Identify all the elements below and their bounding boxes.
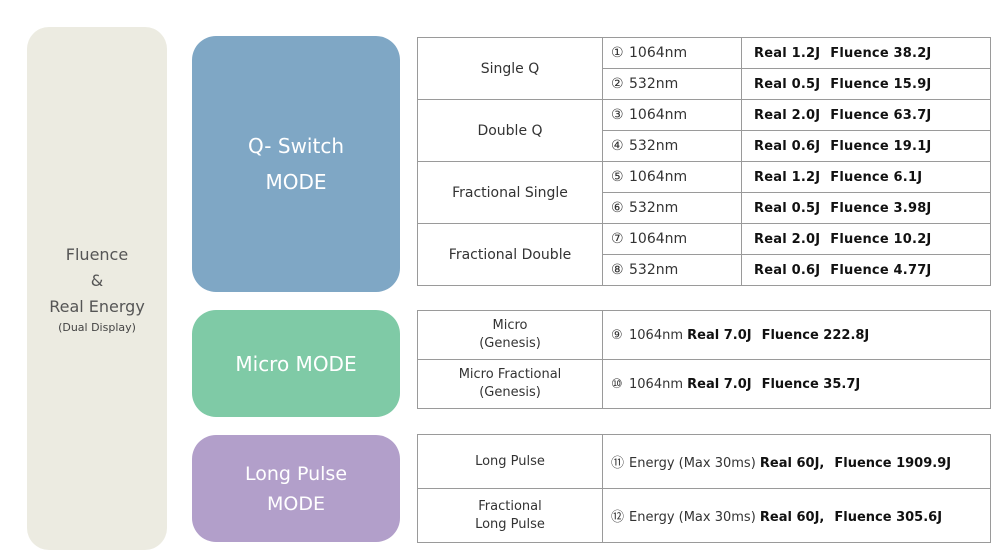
panel-title-fluence: Fluence bbox=[65, 244, 129, 264]
panel-title-real-energy: Real Energy bbox=[49, 296, 145, 316]
qswitch-mode-label-2: MODE bbox=[265, 170, 327, 194]
submode-long-pulse: Long Pulse bbox=[417, 434, 603, 489]
fluence-real-energy-panel: Fluence & Real Energy (Dual Display) bbox=[27, 27, 167, 550]
submode-micro-fractional: Micro Fractional (Genesis) bbox=[417, 359, 603, 409]
submode-single-q: Single Q bbox=[417, 37, 603, 100]
panel-subtitle-dual-display: (Dual Display) bbox=[58, 320, 136, 334]
micro-mode-box: Micro MODE bbox=[192, 310, 400, 417]
longpulse-mode-label-2: MODE bbox=[267, 492, 325, 515]
submode-micro: Micro (Genesis) bbox=[417, 310, 603, 360]
submode-fractional-long-pulse: Fractional Long Pulse bbox=[417, 488, 603, 543]
qswitch-mode-label-1: Q- Switch bbox=[248, 134, 344, 158]
longpulse-mode-label-1: Long Pulse bbox=[244, 462, 348, 485]
micro-mode-label: Micro MODE bbox=[235, 351, 357, 376]
submode-fractional-single: Fractional Single bbox=[417, 161, 603, 224]
submode-double-q: Double Q bbox=[417, 99, 603, 162]
submode-fractional-double: Fractional Double bbox=[417, 223, 603, 286]
panel-title-amp: & bbox=[90, 270, 104, 290]
qswitch-mode-box: Q- Switch MODE bbox=[192, 36, 400, 292]
longpulse-mode-box: Long Pulse MODE bbox=[192, 435, 400, 542]
